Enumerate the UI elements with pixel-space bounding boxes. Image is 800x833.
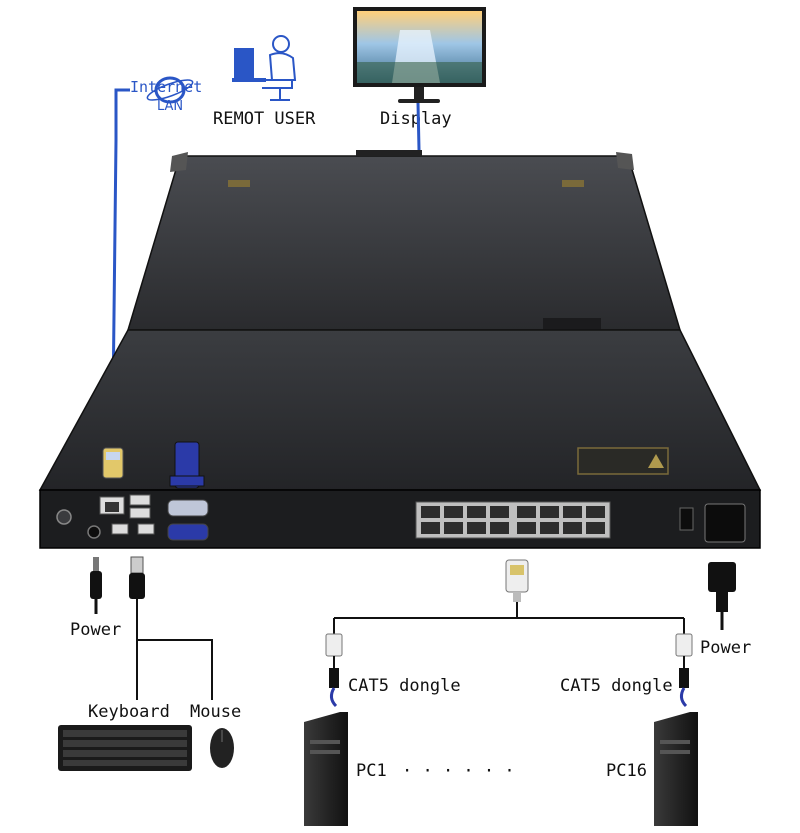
keyboard-mouse-cable xyxy=(136,639,213,700)
pc1-label: PC1 xyxy=(356,761,387,781)
usb-plug-icon xyxy=(129,556,145,640)
lan-cable xyxy=(110,88,130,491)
lan-label: LAN xyxy=(157,99,183,114)
pc-dots: · · · · · · xyxy=(402,761,515,781)
remote-user-icon xyxy=(232,35,297,101)
display-monitor-icon xyxy=(353,7,486,103)
keyboard-icon xyxy=(58,725,192,771)
pc1-tower-icon xyxy=(304,712,348,826)
internet-globe-icon xyxy=(146,76,194,104)
rj45-plug-icon xyxy=(102,447,124,479)
pc16-tower-icon xyxy=(654,712,698,826)
pc-bus-cable xyxy=(333,602,685,640)
power-right-label: Power xyxy=(700,638,751,658)
cat5-dongle-right-icon xyxy=(675,633,693,708)
kvm-console-chassis xyxy=(38,150,762,549)
remote-user-label: REMOT USER xyxy=(213,109,316,129)
internet-label: Internet xyxy=(130,78,202,96)
keyboard-label: Keyboard xyxy=(88,702,170,722)
pc16-label: PC16 xyxy=(606,761,647,781)
vga-plug-icon xyxy=(169,441,205,489)
power-left-label: Power xyxy=(70,620,121,640)
cat5-dongle-left-label: CAT5 dongle xyxy=(348,676,461,696)
dc-power-plug-icon xyxy=(90,557,102,614)
rj45-connector-icon xyxy=(505,559,529,602)
mouse-label: Mouse xyxy=(190,702,241,722)
cat5-dongle-right-label: CAT5 dongle xyxy=(560,676,673,696)
mouse-icon xyxy=(210,728,234,768)
cat5-dongle-left-icon xyxy=(325,633,343,708)
ac-power-plug-icon xyxy=(708,562,736,630)
display-label: Display xyxy=(380,109,452,129)
